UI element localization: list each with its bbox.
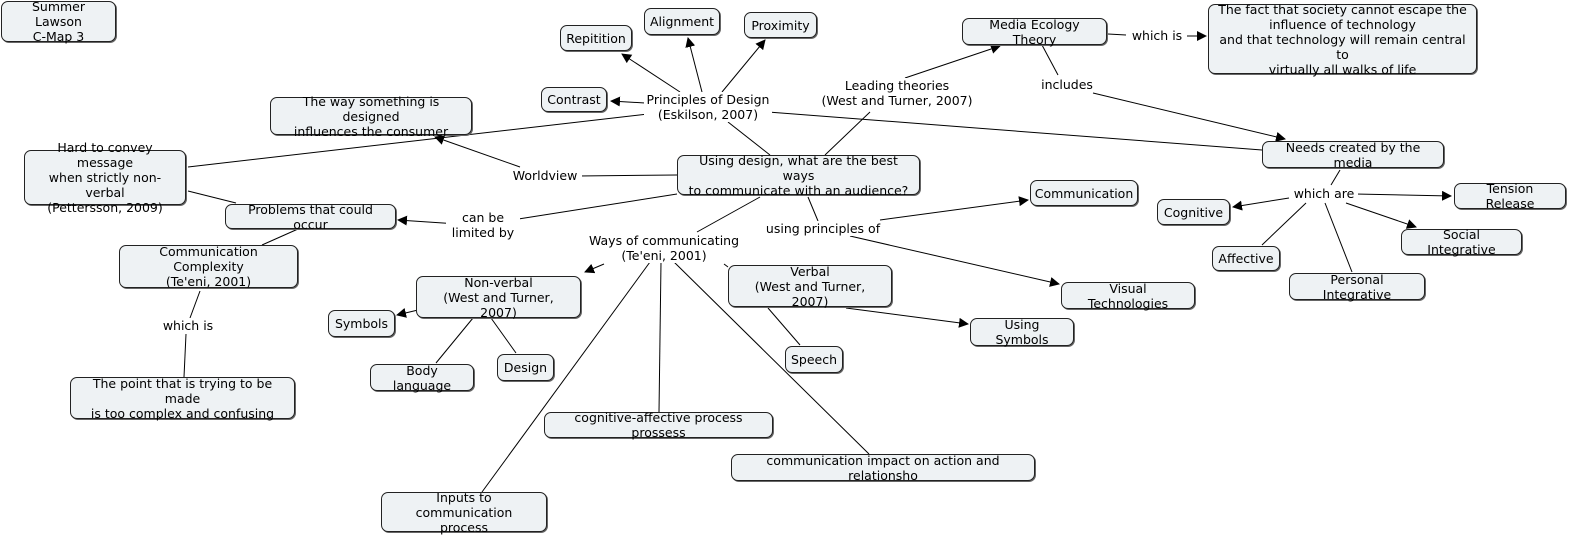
connector-central-leading xyxy=(824,111,871,156)
connector-ways-nonverbal xyxy=(584,263,605,274)
contrast-node[interactable]: Contrast xyxy=(541,87,607,112)
connector-central-ways xyxy=(696,196,761,233)
social-integrative-node[interactable]: Social Integrative xyxy=(1401,227,1522,257)
connector-whichare-cognitive xyxy=(1232,197,1290,211)
personal-integrative-node[interactable]: Personal Integrative xyxy=(1289,272,1425,302)
connector-principles-alignment xyxy=(685,37,703,93)
speech-node[interactable]: Speech xyxy=(785,346,843,373)
cognitive-node[interactable]: Cognitive xyxy=(1157,199,1230,225)
verbal-node[interactable]: Verbal (West and Turner, 2007) xyxy=(728,264,892,309)
link-can-be-limited-by: can be limited by xyxy=(446,210,520,240)
non-verbal-node[interactable]: Non-verbal (West and Turner, 2007) xyxy=(416,275,581,320)
connector-leading-media xyxy=(904,44,1001,79)
communication-impact-node[interactable]: communication impact on action and relat… xyxy=(731,453,1035,483)
connector-ways-verbal xyxy=(723,263,729,268)
connector-principles-needs xyxy=(767,111,1263,151)
connector-includes-needs xyxy=(1092,92,1286,142)
link-leading-theories: Leading theories (West and Turner, 2007) xyxy=(818,78,976,108)
connector-nonverbal-symbols xyxy=(396,308,419,318)
link-which-is-media: which is xyxy=(1127,28,1187,43)
connector-hard-problems xyxy=(187,190,237,204)
connector-verbal-usingsymbols xyxy=(845,307,969,328)
connector-usingprinciples-communication xyxy=(879,196,1029,221)
alignment-node[interactable]: Alignment xyxy=(644,8,720,35)
connector-whichare-tension xyxy=(1354,190,1452,201)
connector-whichare-social xyxy=(1345,202,1417,229)
connector-needs-whichare xyxy=(1330,169,1341,186)
link-includes: includes xyxy=(1037,77,1097,92)
connector-verbal-speech xyxy=(767,307,801,346)
link-ways-of-communicating: Ways of communicating (Te'eni, 2001) xyxy=(586,233,742,263)
map-title: C-Map 3 xyxy=(32,29,85,44)
communication-complexity-node[interactable]: Communication Complexity (Te'eni, 2001) xyxy=(119,244,298,289)
connector-ways-impact xyxy=(673,261,870,455)
connector-complexity-whichis xyxy=(189,290,201,319)
communication-node[interactable]: Communication xyxy=(1030,180,1138,206)
connector-central-usingprinciples xyxy=(807,196,819,222)
media-ecology-definition-node[interactable]: The fact that society cannot escape the … xyxy=(1208,2,1477,77)
point-too-complex-node[interactable]: The point that is trying to be made is t… xyxy=(70,376,295,421)
hard-to-convey-node[interactable]: Hard to convey message when strictly non… xyxy=(24,140,186,215)
using-symbols-node[interactable]: Using Symbols xyxy=(970,317,1074,347)
connector-media-which xyxy=(1107,33,1127,36)
connector-principles-repitition xyxy=(621,53,681,93)
connector-central-worldview xyxy=(577,174,678,177)
problems-node[interactable]: Problems that could occur xyxy=(225,202,396,232)
needs-created-by-media-node[interactable]: Needs created by the media xyxy=(1262,140,1444,170)
connector-nonverbal-body xyxy=(435,317,474,364)
author-name: Summer Lawson xyxy=(31,0,86,29)
connector-whichis-point xyxy=(183,333,187,378)
cognitive-affective-process-node[interactable]: cognitive-affective process prossess xyxy=(544,410,773,440)
connector-ways-inputs xyxy=(481,261,651,493)
repitition-node[interactable]: Repitition xyxy=(560,25,632,51)
proximity-node[interactable]: Proximity xyxy=(744,12,817,38)
link-which-is-complexity: which is xyxy=(158,318,218,333)
central-question-node[interactable]: Using design, what are the best ways to … xyxy=(677,153,920,198)
tension-release-node[interactable]: Tension Release xyxy=(1454,181,1566,211)
author-title-box: Summer Lawson C-Map 3 xyxy=(1,0,116,44)
connector-principles-proximity xyxy=(721,39,766,93)
link-using-principles-of: using principles of xyxy=(762,221,884,236)
symbols-node[interactable]: Symbols xyxy=(328,310,395,337)
connector-whichare-affective xyxy=(1261,202,1307,246)
connector-nonverbal-design xyxy=(490,317,517,354)
connector-principles-contrast xyxy=(610,96,646,107)
link-principles-of-design: Principles of Design (Eskilson, 2007) xyxy=(644,92,772,122)
connector-usingprinciples-visual xyxy=(849,235,1060,287)
connector-principles-hard xyxy=(187,113,649,168)
design-node[interactable]: Design xyxy=(497,354,554,381)
connector-central-canbe xyxy=(511,193,678,221)
body-language-node[interactable]: Body language xyxy=(370,363,474,393)
link-worldview: Worldview xyxy=(508,168,582,183)
inputs-to-communication-node[interactable]: Inputs to communication process xyxy=(381,490,547,535)
connector-central-principles xyxy=(727,121,771,156)
media-ecology-theory-node[interactable]: Media Ecology Theory xyxy=(962,17,1107,47)
connector-ways-cogaff xyxy=(658,261,662,413)
connector-media-includes xyxy=(1041,44,1059,76)
connector-problems-complexity xyxy=(261,228,299,246)
visual-technologies-node[interactable]: Visual Technologies xyxy=(1061,281,1195,311)
affective-node[interactable]: Affective xyxy=(1212,246,1280,271)
design-influences-consumer-node[interactable]: The way something is designed influences… xyxy=(270,94,472,139)
connector-worldview-way xyxy=(434,135,521,168)
connector-whichare-personal xyxy=(1324,202,1353,273)
link-which-are: which are xyxy=(1290,186,1358,201)
